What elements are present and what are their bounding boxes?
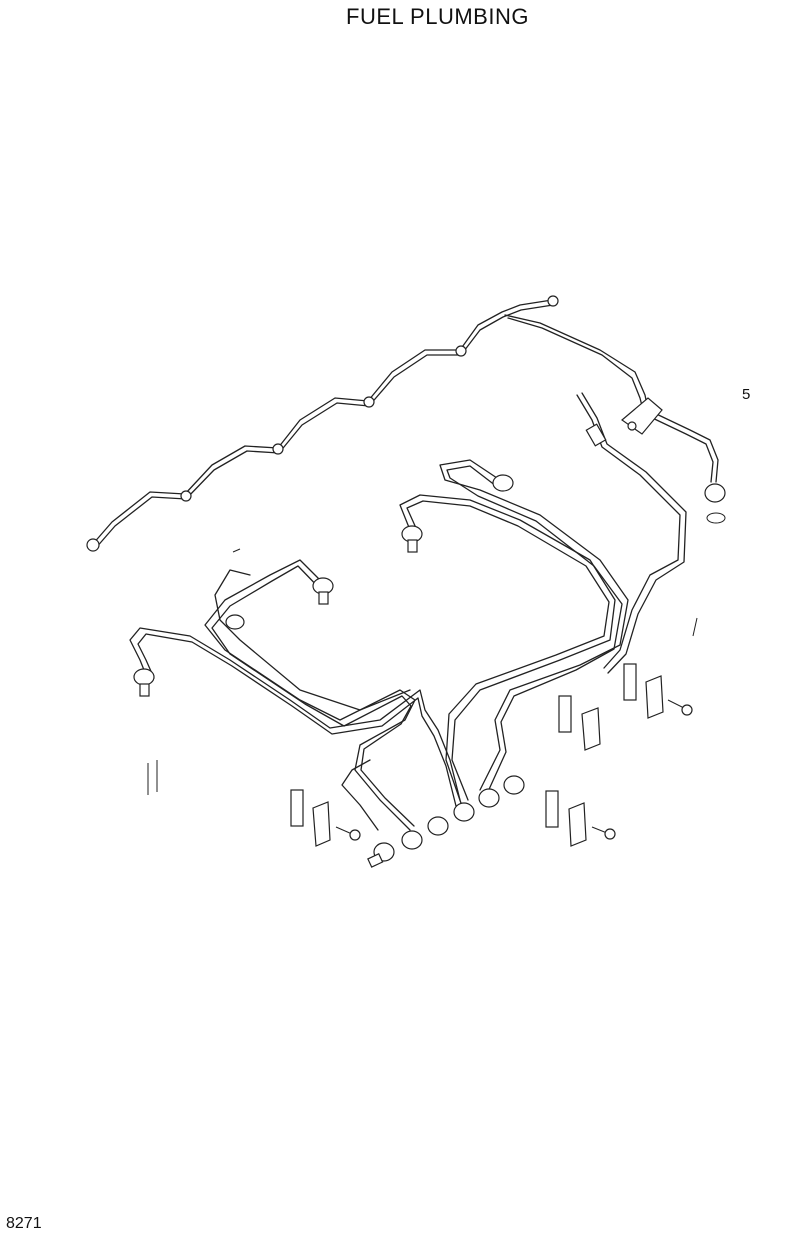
callout-number: 5: [742, 386, 751, 403]
page-code: 8271: [6, 1215, 42, 1232]
pump-outlet-fittings: [367, 775, 525, 868]
injector-fittings: [133, 474, 514, 697]
clamp-set-middle-lower: [545, 790, 616, 847]
leader-marks: [147, 548, 698, 795]
clamp-set-left: [290, 789, 361, 847]
fuel-supply-line: [576, 392, 687, 674]
page-title: FUEL PLUMBING: [346, 4, 529, 29]
clamp-set-right: [623, 663, 693, 719]
clamp-set-middle-upper: [558, 695, 601, 751]
injection-line-bundle: [129, 459, 629, 831]
leak-off-return-line: [86, 295, 726, 552]
